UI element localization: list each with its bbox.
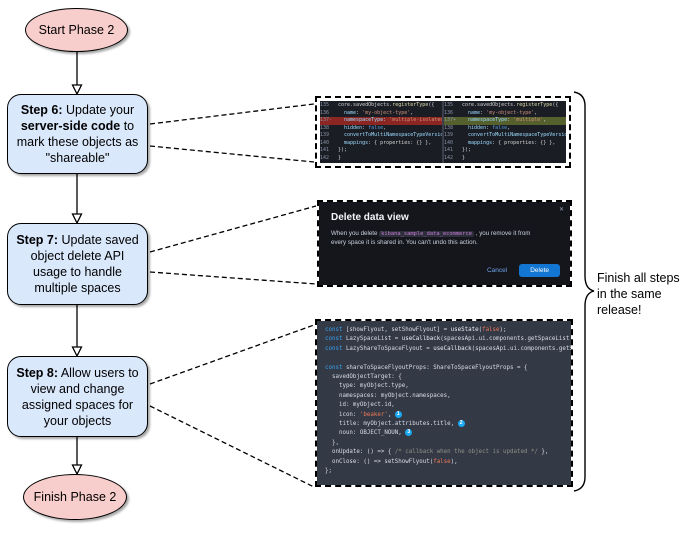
finish-label: Finish Phase 2 bbox=[33, 490, 117, 504]
release-note: Finish all steps in the same release! bbox=[597, 271, 680, 317]
grouping-brace bbox=[573, 91, 595, 492]
code-line: 137- namespaceType: 'multiple-isolated', bbox=[320, 117, 442, 125]
step8-node: Step 8: Allow users to view and change a… bbox=[7, 356, 148, 437]
modal-title: Delete data view bbox=[331, 212, 409, 223]
code-screenshot: const [showFlyout, setShowFlyout] = useS… bbox=[315, 319, 573, 487]
code-line: 136 name: 'my-object-type', bbox=[444, 109, 538, 116]
code-line: namespaces: myObject.namespaces, bbox=[325, 392, 451, 399]
step8-label: Step 8: Allow users to view and change a… bbox=[16, 365, 139, 428]
step7-node: Step 7: Update saved object delete API u… bbox=[7, 223, 148, 305]
code-line: type: myObject.type, bbox=[325, 383, 409, 390]
code-line: 136 name: 'my-object-type', bbox=[320, 109, 414, 116]
start-node: Start Phase 2 bbox=[25, 8, 128, 52]
start-label: Start Phase 2 bbox=[38, 23, 115, 37]
code-line: title: myObject.attributes.title, 2 bbox=[325, 420, 563, 429]
connector-step7-to-modal bbox=[149, 205, 317, 285]
arrow-step6-to-step7 bbox=[71, 174, 83, 225]
modal-body: When you delete kibana_sample_data_ecomm… bbox=[331, 230, 531, 246]
inline-code: kibana_sample_data_ecommerce bbox=[379, 231, 475, 237]
modal-actions: Cancel Delete bbox=[487, 264, 560, 277]
code-line: 141}); bbox=[444, 147, 472, 153]
code-line: 142} bbox=[444, 154, 466, 161]
code-line bbox=[325, 354, 563, 363]
flyout-code-block: const [showFlyout, setShowFlyout] = useS… bbox=[317, 321, 571, 485]
code-line: onClose: () => setShowFlyout(false), bbox=[325, 458, 458, 465]
arrow-step7-to-step8 bbox=[71, 305, 83, 358]
code-line: icon: 'beaker', 1 bbox=[325, 410, 563, 420]
finish-node: Finish Phase 2 bbox=[23, 474, 127, 520]
step7-label: Step 7: Update saved object delete API u… bbox=[16, 233, 139, 295]
code-line: onUpdate: () => { /* callback when the o… bbox=[325, 449, 549, 456]
step6-label: Step 6: Update your server-side code to … bbox=[16, 103, 139, 165]
connector-step8-to-code bbox=[149, 324, 315, 488]
code-line: 138 hidden: false, bbox=[444, 124, 511, 131]
modal-screenshot: ✕ Delete data view When you delete kiban… bbox=[317, 200, 572, 287]
code-line: 141}); bbox=[320, 147, 348, 153]
cancel-button[interactable]: Cancel bbox=[486, 267, 508, 274]
code-line: savedObjectTarget: { bbox=[325, 374, 402, 381]
code-line: 142} bbox=[320, 154, 342, 161]
connector-step6-to-diff bbox=[149, 103, 315, 163]
code-line: 137+ namespaceType: 'multiple', bbox=[444, 117, 566, 125]
step6-node: Step 6: Update your server-side code to … bbox=[7, 94, 148, 174]
code-line: noun: OBJECT_NOUN, 3 bbox=[325, 429, 563, 438]
close-icon[interactable]: ✕ bbox=[558, 207, 564, 213]
code-line: const LazySpaceList = useCallback(spaces… bbox=[325, 336, 570, 343]
code-line: 138 hidden: false, bbox=[320, 124, 387, 131]
code-line: }; bbox=[325, 468, 332, 475]
code-line: 140 mappings: { properties: {} }, bbox=[444, 139, 556, 146]
code-line: const shareToSpaceFlyoutProps: ShareToSp… bbox=[325, 364, 528, 371]
arrow-start-to-step6 bbox=[71, 52, 83, 96]
code-line: }, bbox=[325, 439, 339, 446]
code-line: 140 mappings: { properties: {} }, bbox=[320, 139, 432, 146]
delete-data-view-modal: ✕ Delete data view When you delete kiban… bbox=[319, 202, 570, 285]
code-line: id: myObject.id, bbox=[325, 402, 395, 409]
code-line: 139 convertToMultiNamespaceTypeVersion: … bbox=[320, 132, 442, 138]
code-line: const [showFlyout, setShowFlyout] = useS… bbox=[325, 327, 507, 333]
code-line: const LazyShareToSpaceFlyout = useCallba… bbox=[325, 345, 571, 352]
arrow-step8-to-finish bbox=[71, 437, 83, 476]
code-line: 139 convertToMultiNamespaceTypeVersion: … bbox=[444, 132, 566, 138]
delete-button[interactable]: Delete bbox=[519, 264, 560, 277]
